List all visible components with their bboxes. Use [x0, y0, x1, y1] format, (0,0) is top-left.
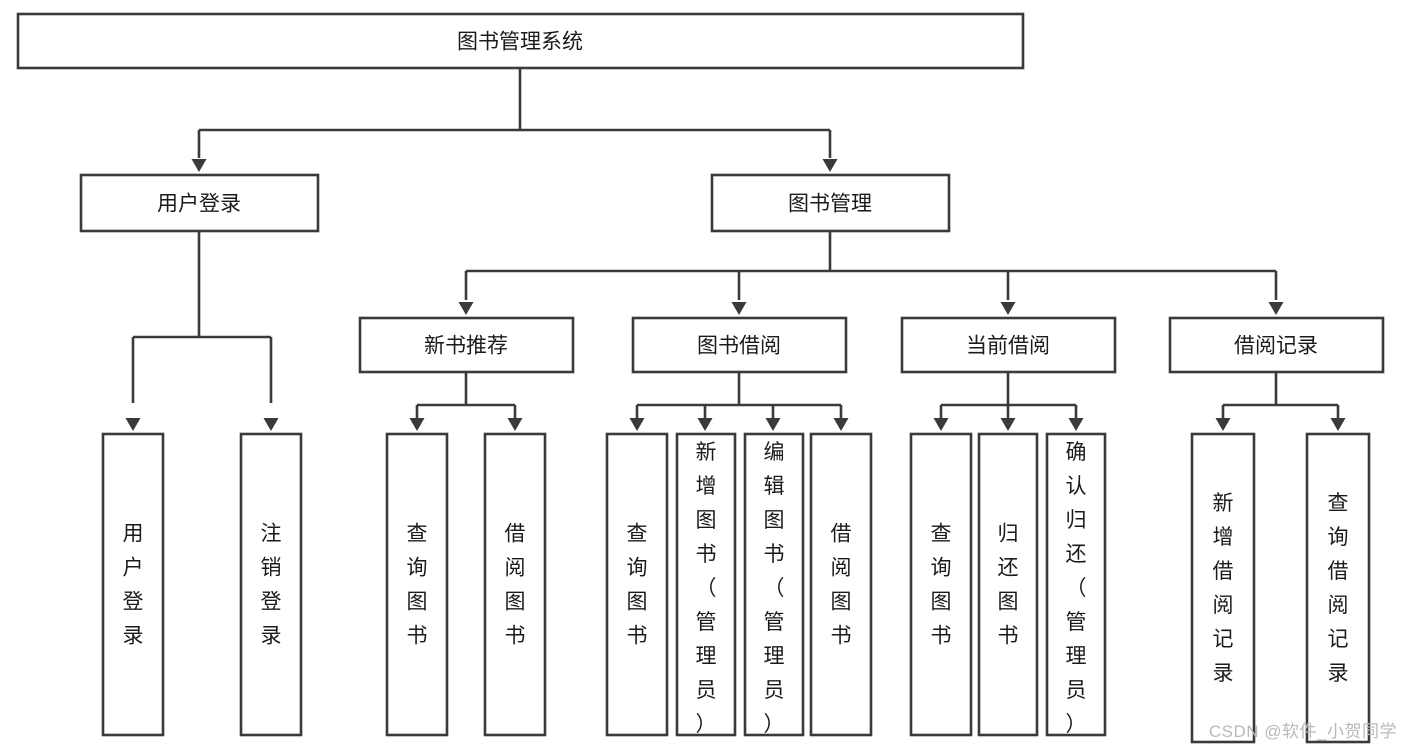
- node-leaf-add-book[interactable]: 新增图书（管理员）: [675, 432, 737, 737]
- arrow-leaf-query-record: [1330, 418, 1346, 431]
- arrow-leaf-user-logout: [263, 418, 279, 431]
- node-leaf-query-book-3-box[interactable]: [909, 432, 973, 737]
- node-root-box[interactable]: [16, 12, 1025, 70]
- node-leaf-user-logout[interactable]: 注销登录: [239, 432, 303, 737]
- node-leaf-user-login[interactable]: 用户登录: [101, 432, 165, 737]
- node-borrow-record-label: 借阅记录: [1234, 335, 1318, 358]
- node-leaf-confirm-return-label: 确认归还（管理员）: [1066, 441, 1087, 736]
- node-root-label: 图书管理系统: [457, 31, 583, 54]
- node-borrow-record[interactable]: 借阅记录: [1168, 316, 1385, 374]
- arrow-to-current-borrow: [1000, 302, 1016, 315]
- node-leaf-add-record-label: 新增借阅记录: [1213, 492, 1234, 685]
- node-book-borrow-box[interactable]: [631, 316, 848, 374]
- arrow-leaf-add-book: [697, 418, 713, 431]
- node-new-book-recommend-box[interactable]: [358, 316, 575, 374]
- arrow-leaf-add-record: [1215, 418, 1231, 431]
- node-user-login[interactable]: 用户登录: [79, 173, 320, 233]
- connector-layer: [125, 68, 1346, 431]
- node-leaf-borrow-book-2-box[interactable]: [809, 432, 873, 737]
- node-leaf-confirm-return[interactable]: 确认归还（管理员）: [1045, 432, 1107, 737]
- node-book-manage-box[interactable]: [710, 173, 951, 233]
- arrow-leaf-borrow-book-2: [833, 418, 849, 431]
- arrow-leaf-return-book: [1000, 418, 1016, 431]
- node-leaf-query-book-3[interactable]: 查询图书: [909, 432, 973, 737]
- node-leaf-user-logout-box[interactable]: [239, 432, 303, 737]
- node-leaf-return-book[interactable]: 归还图书: [977, 432, 1039, 737]
- arrow-to-book-borrow: [731, 302, 747, 315]
- node-leaf-query-book-2-label: 查询图书: [627, 522, 648, 647]
- node-leaf-query-record-box[interactable]: [1305, 432, 1371, 744]
- node-current-borrow-box[interactable]: [900, 316, 1117, 374]
- node-book-manage[interactable]: 图书管理: [710, 173, 951, 233]
- node-leaf-user-login-box[interactable]: [101, 432, 165, 737]
- node-current-borrow-label: 当前借阅: [966, 335, 1050, 358]
- node-leaf-query-record[interactable]: 查询借阅记录: [1305, 432, 1371, 744]
- node-new-book-recommend-label: 新书推荐: [424, 335, 508, 358]
- node-new-book-recommend[interactable]: 新书推荐: [358, 316, 575, 374]
- arrow-leaf-query-book-1: [409, 418, 425, 431]
- node-leaf-query-book-1-box[interactable]: [385, 432, 449, 737]
- arrow-to-borrow-record: [1268, 302, 1284, 315]
- node-borrow-record-box[interactable]: [1168, 316, 1385, 374]
- node-book-borrow-label: 图书借阅: [697, 335, 781, 358]
- arrow-leaf-user-login: [125, 418, 141, 431]
- arrow-leaf-query-book-2: [629, 418, 645, 431]
- node-leaf-user-logout-label: 注销登录: [261, 522, 282, 647]
- arrow-to-new-book: [458, 302, 474, 315]
- node-leaf-query-book-1-label: 查询图书: [407, 522, 428, 647]
- node-root[interactable]: 图书管理系统: [16, 12, 1025, 70]
- node-leaf-query-record-label: 查询借阅记录: [1328, 492, 1349, 685]
- node-leaf-edit-book-box[interactable]: [743, 432, 805, 737]
- node-leaf-query-book-1[interactable]: 查询图书: [385, 432, 449, 737]
- node-user-login-label: 用户登录: [157, 193, 241, 216]
- node-current-borrow[interactable]: 当前借阅: [900, 316, 1117, 374]
- node-leaf-edit-book[interactable]: 编辑图书（管理员）: [743, 432, 805, 737]
- node-leaf-query-book-2-box[interactable]: [605, 432, 669, 737]
- arrow-leaf-query-book-3: [933, 418, 949, 431]
- node-leaf-edit-book-label: 编辑图书（管理员）: [764, 441, 785, 736]
- node-book-borrow[interactable]: 图书借阅: [631, 316, 848, 374]
- node-leaf-confirm-return-box[interactable]: [1045, 432, 1107, 737]
- node-leaf-query-book-2[interactable]: 查询图书: [605, 432, 669, 737]
- node-leaf-borrow-book-2[interactable]: 借阅图书: [809, 432, 873, 737]
- node-leaf-add-book-label: 新增图书（管理员）: [696, 441, 717, 736]
- node-leaf-borrow-book-2-label: 借阅图书: [831, 522, 852, 647]
- node-leaf-add-record[interactable]: 新增借阅记录: [1190, 432, 1256, 744]
- node-leaf-return-book-label: 归还图书: [998, 522, 1019, 647]
- arrow-leaf-edit-book: [765, 418, 781, 431]
- arrow-to-book-manage: [822, 159, 838, 172]
- arrow-leaf-borrow-book-1: [507, 418, 523, 431]
- node-leaf-return-book-box[interactable]: [977, 432, 1039, 737]
- node-leaf-add-book-box[interactable]: [675, 432, 737, 737]
- node-leaf-borrow-book-1-label: 借阅图书: [505, 522, 526, 647]
- node-leaf-user-login-label: 用户登录: [123, 522, 144, 647]
- arrow-to-user-login: [191, 159, 207, 172]
- node-leaf-borrow-book-1[interactable]: 借阅图书: [483, 432, 547, 737]
- arrow-leaf-confirm-return: [1068, 418, 1084, 431]
- node-book-manage-label: 图书管理: [788, 193, 872, 216]
- node-user-login-box[interactable]: [79, 173, 320, 233]
- node-leaf-add-record-box[interactable]: [1190, 432, 1256, 744]
- node-leaf-borrow-book-1-box[interactable]: [483, 432, 547, 737]
- node-leaf-query-book-3-label: 查询图书: [931, 522, 952, 647]
